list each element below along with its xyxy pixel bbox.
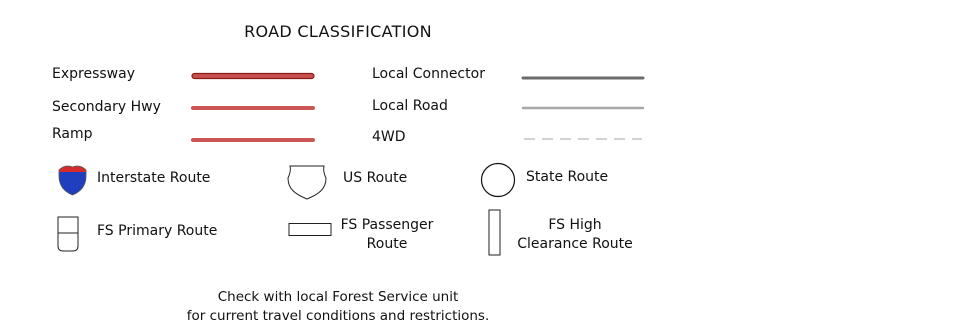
state-route-circle-icon [480, 162, 516, 198]
local-road-label: Local Road [372, 98, 448, 114]
expressway-line-symbol [191, 72, 315, 80]
fs-high-clearance-route-label: FS High Clearance Route [500, 216, 650, 254]
secondary-hwy-label: Secondary Hwy [52, 99, 161, 115]
us-route-shield-icon [287, 165, 327, 200]
local-road-line-symbol [521, 106, 645, 110]
fs-passenger-route-label-line1: FS Passenger [340, 217, 434, 233]
travel-conditions-note: Check with local Forest Service unit for… [0, 288, 676, 326]
fs-passenger-route-label: FS Passenger Route [332, 216, 442, 254]
state-route-label: State Route [526, 169, 609, 185]
note-line-1: Check with local Forest Service unit [217, 289, 459, 305]
local-connector-label: Local Connector [372, 66, 485, 82]
fs-high-clearance-route-icon [488, 209, 501, 256]
interstate-shield-icon [58, 165, 87, 196]
note-line-2: for current travel conditions and restri… [186, 308, 490, 324]
local-connector-line-symbol [521, 76, 645, 80]
fs-high-clearance-route-label-line2: Clearance Route [517, 236, 633, 252]
legend-title: ROAD CLASSIFICATION [244, 22, 432, 41]
fs-primary-route-icon [57, 216, 79, 252]
fs-high-clearance-route-label-line1: FS High [548, 217, 602, 233]
expressway-label: Expressway [52, 66, 135, 82]
interstate-route-label: Interstate Route [97, 170, 211, 186]
secondary-hwy-line-symbol [191, 106, 315, 110]
ramp-line-symbol [191, 138, 315, 142]
four-wd-line-symbol [524, 138, 642, 140]
us-route-label: US Route [343, 170, 408, 186]
fs-passenger-route-label-line2: Route [366, 236, 408, 252]
four-wd-label: 4WD [372, 129, 406, 145]
ramp-label: Ramp [52, 126, 93, 142]
fs-primary-route-label: FS Primary Route [97, 223, 218, 239]
fs-passenger-route-icon [288, 223, 332, 236]
